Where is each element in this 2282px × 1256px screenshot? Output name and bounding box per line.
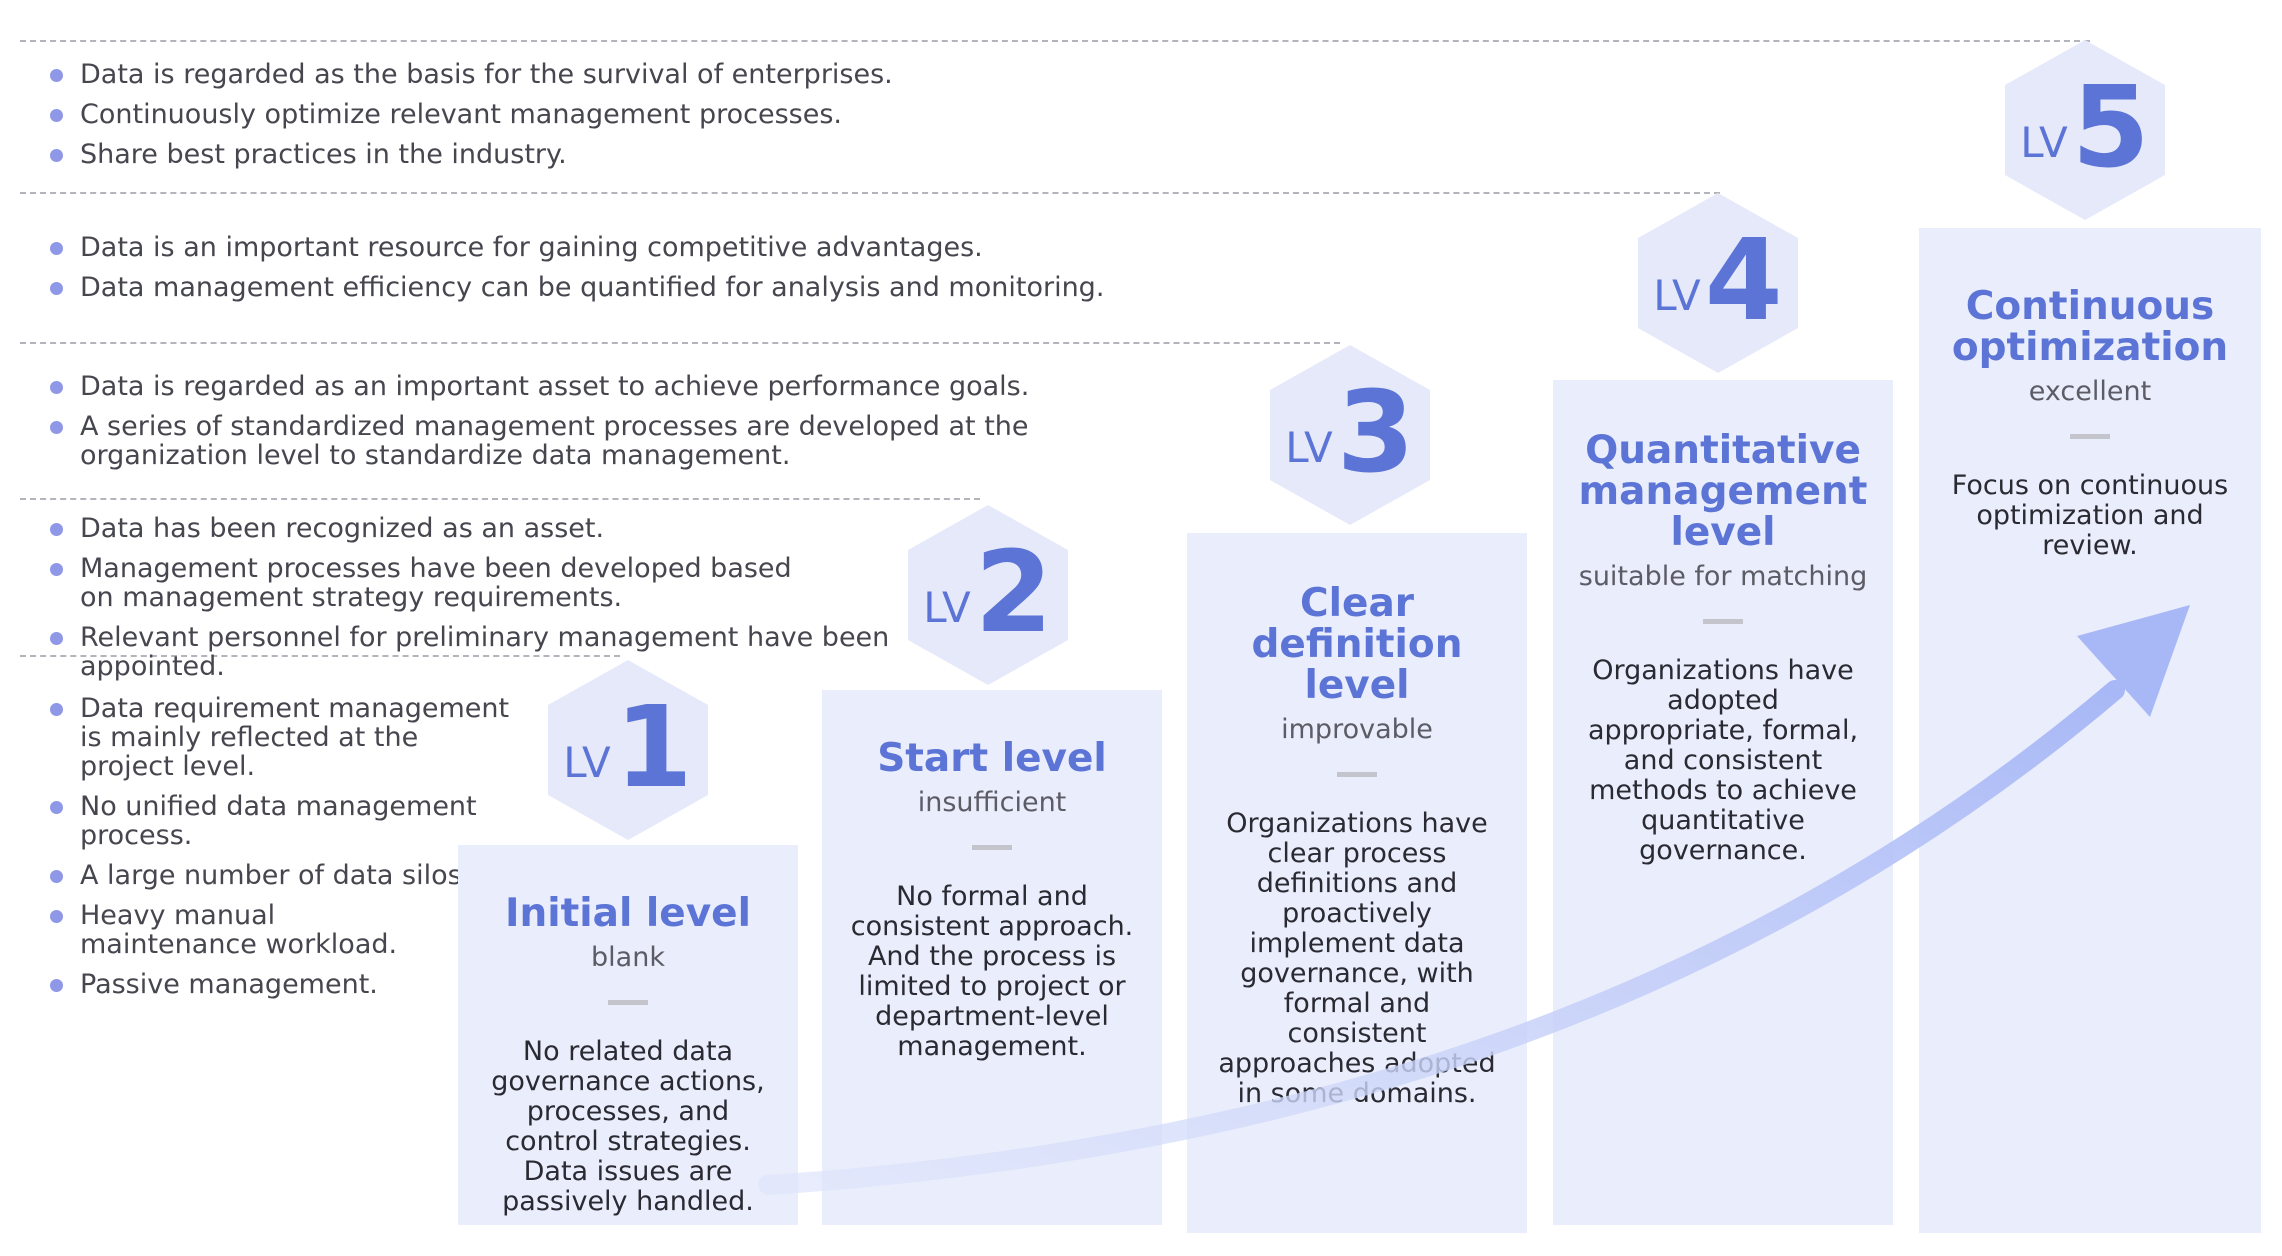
bullet-item: Management processes have been developed…	[50, 554, 800, 612]
level-1-column: Initial level blank No related data gove…	[458, 845, 798, 1225]
bullet-item: Data is regarded as the basis for the su…	[50, 60, 1450, 89]
bullet-item: Share best practices in the industry.	[50, 140, 1450, 169]
level-1-hex-badge: LV 1	[548, 660, 708, 840]
bullet-group-level-2: Data has been recognized as an asset. Ma…	[50, 514, 930, 692]
bullet-item: Passive management.	[50, 970, 570, 999]
level-3-number: 3	[1336, 368, 1415, 498]
level-4-divider	[1703, 619, 1743, 624]
separator-5	[20, 655, 620, 657]
level-4-column: Quantitative management level suitable f…	[1553, 380, 1893, 1225]
separator-4	[20, 498, 980, 500]
level-5-description: Focus on continuous optimization and rev…	[1951, 470, 2229, 561]
level-2-description: No formal and consistent approach. And t…	[850, 881, 1134, 1062]
level-5-lv-label: LV	[2020, 118, 2068, 167]
level-1-title: Initial level	[505, 891, 751, 936]
bullet-item: Relevant personnel for preliminary manag…	[50, 623, 930, 681]
separator-top	[20, 40, 2090, 42]
level-5-number: 5	[2071, 63, 2150, 193]
level-1-number: 1	[614, 683, 693, 813]
level-2-column: Start level insufficient No formal and c…	[822, 690, 1162, 1225]
bullet-group-level-3: Data is regarded as an important asset t…	[50, 372, 1200, 481]
bullet-item: Continuously optimize relevant managemen…	[50, 100, 1450, 129]
bullet-item: A series of standardized management proc…	[50, 412, 1200, 470]
growth-arrow-head	[2077, 605, 2190, 717]
bullet-item: Data has been recognized as an asset.	[50, 514, 930, 543]
bullet-group-level-4: Data is an important resource for gainin…	[50, 233, 1350, 313]
bullet-item: A large number of data silos.	[50, 861, 570, 890]
level-5-divider	[2070, 434, 2110, 439]
bullet-group-level-5: Data is regarded as the basis for the su…	[50, 60, 1450, 180]
bullet-item: Data requirement management is mainly re…	[50, 694, 520, 781]
separator-3	[20, 342, 1340, 344]
level-2-title: Start level	[877, 736, 1107, 781]
level-3-divider	[1337, 772, 1377, 777]
level-3-description: Organizations have clear process definit…	[1218, 808, 1496, 1109]
bullet-item: No unified data management process.	[50, 792, 570, 850]
level-3-lv-label: LV	[1285, 423, 1333, 472]
bullet-item: Data is regarded as an important asset t…	[50, 372, 1200, 401]
separator-2	[20, 192, 1720, 194]
level-1-description: No related data governance actions, proc…	[491, 1036, 765, 1217]
level-4-description: Organizations have adopted appropriate, …	[1587, 655, 1859, 866]
level-1-divider	[608, 1000, 648, 1005]
level-5-subtitle: excellent	[2028, 376, 2152, 407]
level-4-title: Quantitative management level	[1578, 428, 1868, 555]
bullet-item: Heavy manual maintenance workload.	[50, 901, 460, 959]
growth-arrow-shaft	[758, 680, 2125, 1195]
level-2-divider	[972, 845, 1012, 850]
level-1-subtitle: blank	[591, 942, 665, 973]
bullet-item: Data is an important resource for gainin…	[50, 233, 1350, 262]
level-3-title: Clear definition level	[1251, 581, 1463, 708]
level-2-lv-label: LV	[923, 583, 971, 632]
level-4-subtitle: suitable for matching	[1578, 561, 1868, 592]
level-5-title: Continuous optimization	[1951, 284, 2229, 370]
level-2-subtitle: insufficient	[917, 787, 1067, 818]
level-2-number: 2	[974, 528, 1053, 658]
level-5-column: Continuous optimization excellent Focus …	[1919, 228, 2261, 1233]
level-4-lv-label: LV	[1653, 271, 1701, 320]
level-3-subtitle: improvable	[1281, 714, 1433, 745]
bullet-group-level-1: Data requirement management is mainly re…	[50, 694, 570, 1010]
level-4-number: 4	[1704, 216, 1783, 346]
bullet-item: Data management efficiency can be quanti…	[50, 273, 1350, 302]
level-1-lv-label: LV	[563, 738, 611, 787]
